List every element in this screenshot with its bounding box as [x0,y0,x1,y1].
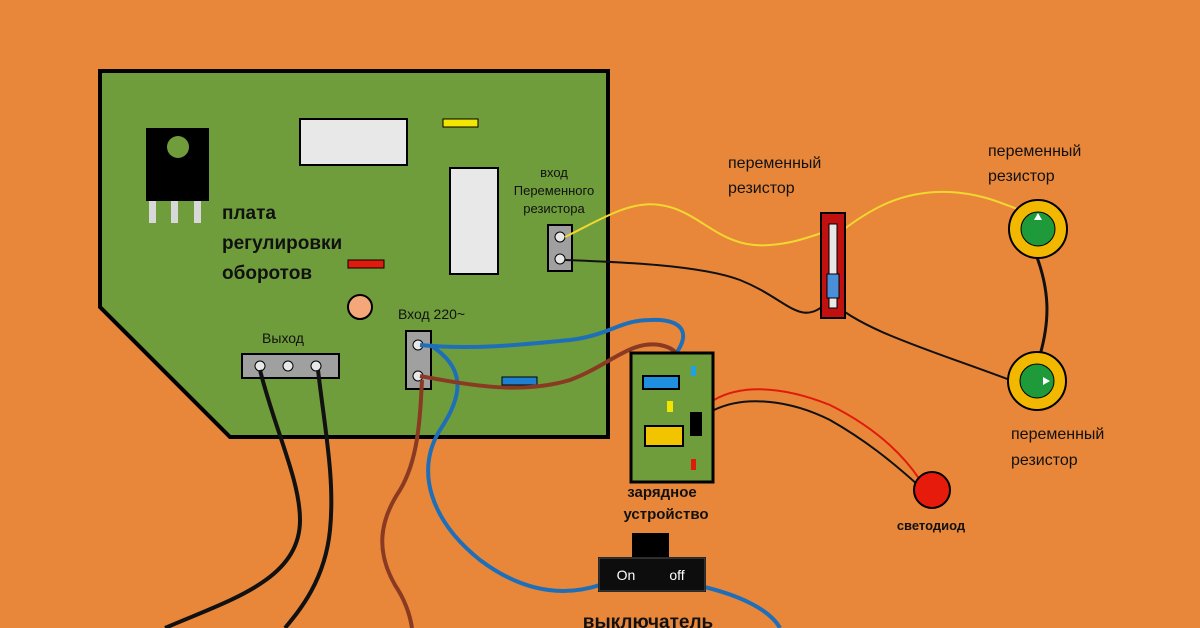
led-icon [913,471,951,509]
component-blue-smd [501,376,538,386]
charger-board [629,351,715,484]
charger-label-line1: зарядное [627,484,696,501]
board-title-line3: оборотов [222,263,312,284]
knob-bottom-label-line1: переменный [1011,426,1104,443]
slide-potentiometer-icon [820,212,846,319]
input-resistor-label-line2: Переменного [514,183,594,198]
input-220-label: Вход 220~ [398,306,465,322]
wire-led-red [713,388,921,481]
knob-top-label-line2: резистор [988,168,1055,185]
wire-blue-220 [419,317,686,362]
knob-top-label-line1: переменный [988,143,1081,160]
charger-label-line2: устройство [623,506,708,523]
output-connector [241,353,340,379]
switch-off-label: off [669,567,684,583]
speed-control-board: плата регулировки оборотов вход Переменн… [98,69,610,439]
wire-output-black-2 [283,369,334,628]
rocker-switch-icon [598,533,706,592]
resistor-input-connector [547,224,573,272]
switch-on-label: On [617,567,636,583]
input-220-connector [405,330,432,390]
board-title-line1: плата [222,203,276,224]
to220-transistor-icon [146,128,209,223]
component-yellow-smd [442,118,479,128]
wire-led-black [713,400,919,486]
component-capacitor-tall [449,167,499,275]
led-label: светодиод [897,518,966,533]
component-red-smd [347,259,385,269]
wire-blue-switch-right [699,584,782,628]
wire-yellow-signal [564,190,1021,247]
wire-black-signal [564,259,1011,381]
slider-resistor-label-line2: резистор [728,180,795,197]
knob-bottom-label-line2: резистор [1011,452,1078,469]
component-indicator-dot [347,294,373,320]
slider-resistor-label-line1: переменный [728,155,821,172]
charger-yellow-part [644,425,684,447]
switch-title: выключатель [583,612,713,628]
wire-brown-down [380,379,424,628]
wire-blue-down [426,343,601,593]
board-title-line2: регулировки [222,233,342,254]
wire-output-black-1 [164,369,303,628]
input-resistor-label-line1: вход [540,165,568,180]
rotary-potentiometer-icon [1007,351,1067,411]
charger-connector [690,412,702,436]
component-chip-large [299,118,408,166]
wire-knob-link [1033,251,1049,356]
input-resistor-label-line3: резистора [523,201,585,216]
rotary-potentiometer-icon [1008,199,1068,259]
output-label: Выход [262,330,304,346]
charger-blue-part [642,375,680,390]
